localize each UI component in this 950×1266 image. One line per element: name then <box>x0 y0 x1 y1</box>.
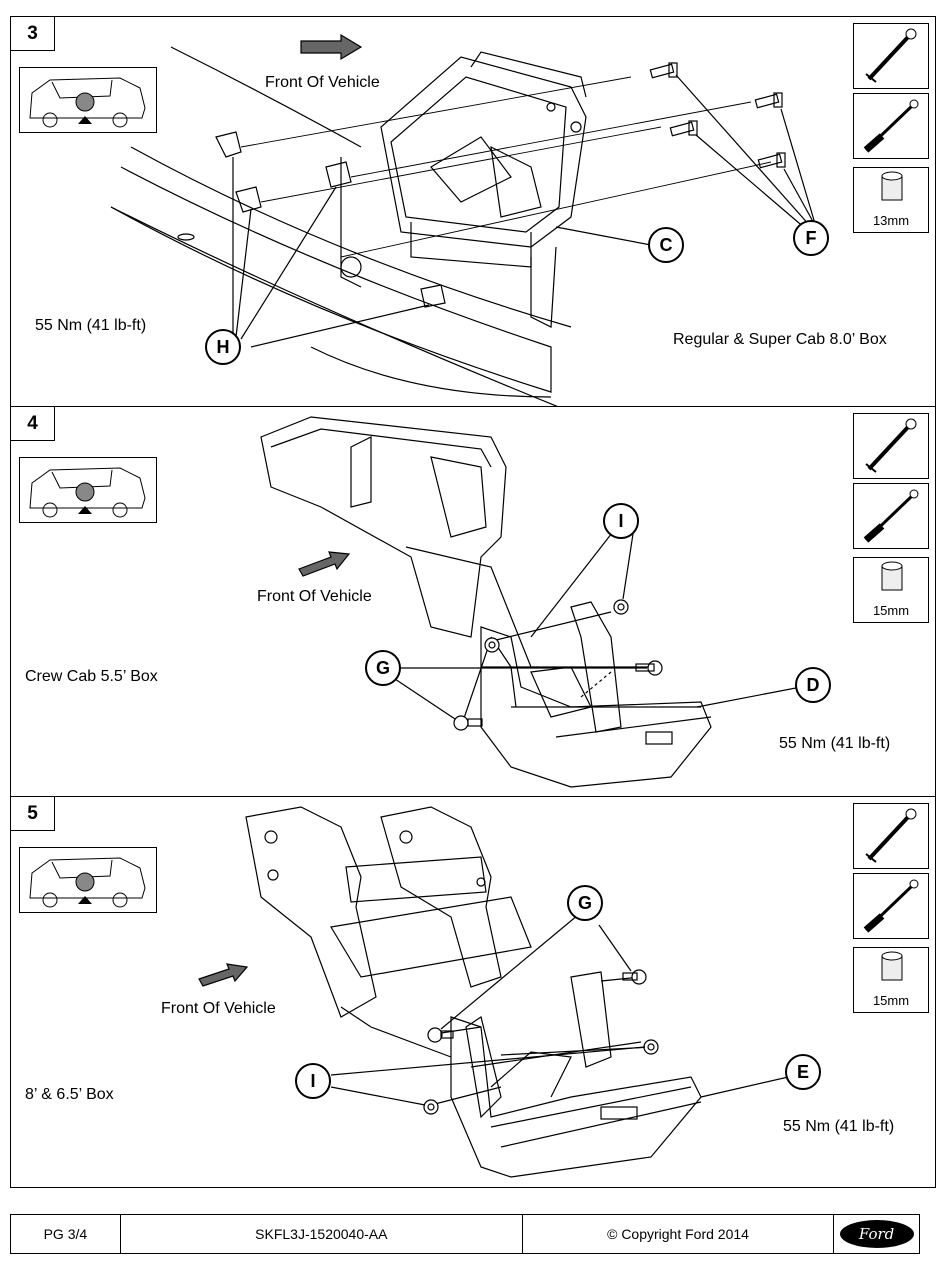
bolt-g-2 <box>623 970 646 984</box>
bolt-f-2 <box>755 93 782 108</box>
ratchet-icon <box>853 23 929 89</box>
box-note: 8’ & 6.5’ Box <box>25 1086 114 1104</box>
callout-f: F <box>793 220 829 256</box>
step-number: 3 <box>11 17 55 51</box>
callout-g: G <box>567 885 603 921</box>
callout-d: D <box>795 667 831 703</box>
callout-c: C <box>648 227 684 263</box>
box-note: Regular & Super Cab 8.0’ Box <box>673 331 887 349</box>
ford-logo: Ford <box>834 1215 919 1253</box>
torque-label: 55 Nm (41 lb-ft) <box>35 317 146 335</box>
nut-i-2 <box>485 638 499 652</box>
box-note: Crew Cab 5.5’ Box <box>25 668 158 686</box>
socket-icon: 15mm <box>853 947 929 1013</box>
socket-size: 15mm <box>854 993 928 1008</box>
step-number: 5 <box>11 797 55 831</box>
socket-size: 15mm <box>854 603 928 618</box>
step-number: 4 <box>11 407 55 441</box>
socket-icon: 13mm <box>853 167 929 233</box>
part-number: SKFL3J-1520040-AA <box>121 1215 523 1253</box>
torque-wrench-icon <box>853 873 929 939</box>
step-5-panel: 5 15mm Front Of Vehicle 8’ & 6.5’ Box 55… <box>10 796 936 1188</box>
torque-label: 55 Nm (41 lb-ft) <box>779 735 890 753</box>
truck-location-icon <box>19 457 157 523</box>
page-number: PG 3/4 <box>11 1215 121 1253</box>
front-of-vehicle-label: Front Of Vehicle <box>161 1000 276 1018</box>
front-of-vehicle-label: Front Of Vehicle <box>265 74 380 92</box>
socket-size: 13mm <box>854 213 928 228</box>
ford-logo-text: Ford <box>859 1225 894 1243</box>
nut-i-2 <box>644 1040 658 1054</box>
front-of-vehicle-label: Front Of Vehicle <box>257 588 372 606</box>
nut-i-1 <box>614 600 628 614</box>
ratchet-icon <box>853 803 929 869</box>
bolt-f-4 <box>758 153 785 168</box>
nut-i-1 <box>424 1100 438 1114</box>
truck-location-icon <box>19 847 157 913</box>
bolt-f-3 <box>670 121 697 136</box>
ford-logo-icon: Ford <box>840 1220 914 1248</box>
ratchet-icon <box>853 413 929 479</box>
truck-location-icon <box>19 67 157 133</box>
bolt-g-1 <box>454 716 482 730</box>
callout-i: I <box>295 1063 331 1099</box>
footer-bar: PG 3/4 SKFL3J-1520040-AA © Copyright For… <box>10 1214 920 1254</box>
step-4-panel: 4 15mm Front Of Vehicle Crew Cab 5.5’ Bo… <box>10 406 936 797</box>
torque-wrench-icon <box>853 93 929 159</box>
bolt-g-1 <box>428 1028 453 1042</box>
step-3-panel: 3 13mm Front Of Vehicle 55 Nm (41 lb-ft)… <box>10 16 936 407</box>
callout-e: E <box>785 1054 821 1090</box>
socket-icon: 15mm <box>853 557 929 623</box>
bolt-f-1 <box>650 63 677 78</box>
torque-label: 55 Nm (41 lb-ft) <box>783 1118 894 1136</box>
callout-h: H <box>205 329 241 365</box>
callout-g: G <box>365 650 401 686</box>
callout-i: I <box>603 503 639 539</box>
torque-wrench-icon <box>853 483 929 549</box>
copyright: © Copyright Ford 2014 <box>523 1215 834 1253</box>
